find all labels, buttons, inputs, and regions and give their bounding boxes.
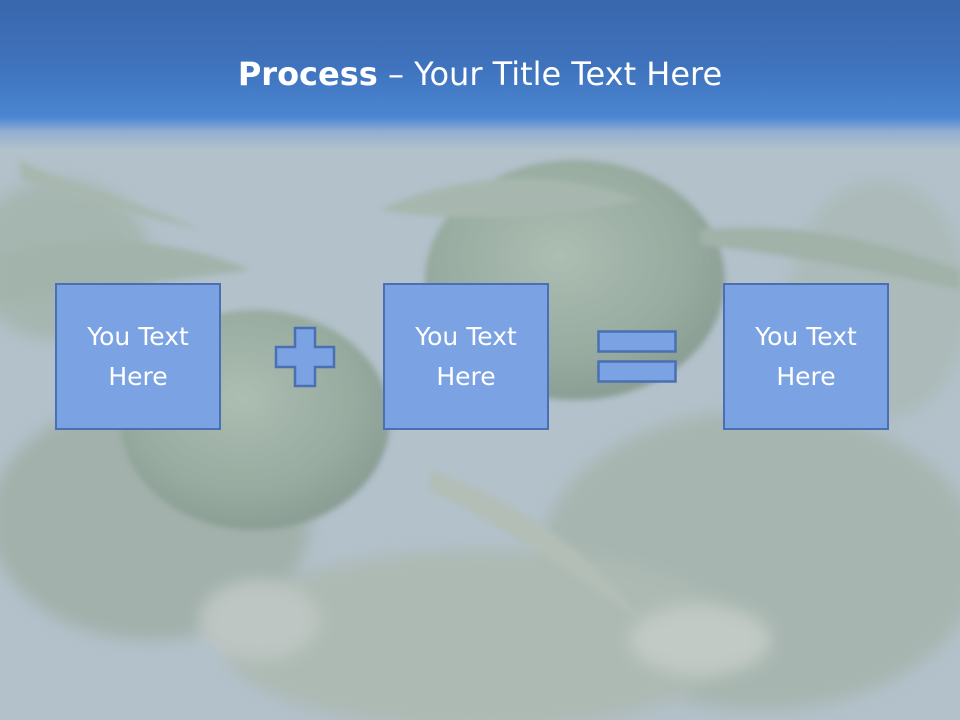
process-box-2[interactable]: You Text Here xyxy=(383,283,549,430)
title-bold-part: Process xyxy=(237,55,378,93)
title-rest-part: – Your Title Text Here xyxy=(377,55,723,93)
process-box-3-text: You Text Here xyxy=(755,321,857,391)
process-box-3[interactable]: You Text Here xyxy=(723,283,889,430)
plus-icon xyxy=(274,326,336,388)
process-box-1-text: You Text Here xyxy=(87,321,189,391)
title-band xyxy=(0,0,960,150)
equals-icon xyxy=(597,330,677,383)
process-box-2-text: You Text Here xyxy=(415,321,517,391)
process-box-1[interactable]: You Text Here xyxy=(55,283,221,430)
slide-title: Process – Your Title Text Here xyxy=(0,52,960,96)
